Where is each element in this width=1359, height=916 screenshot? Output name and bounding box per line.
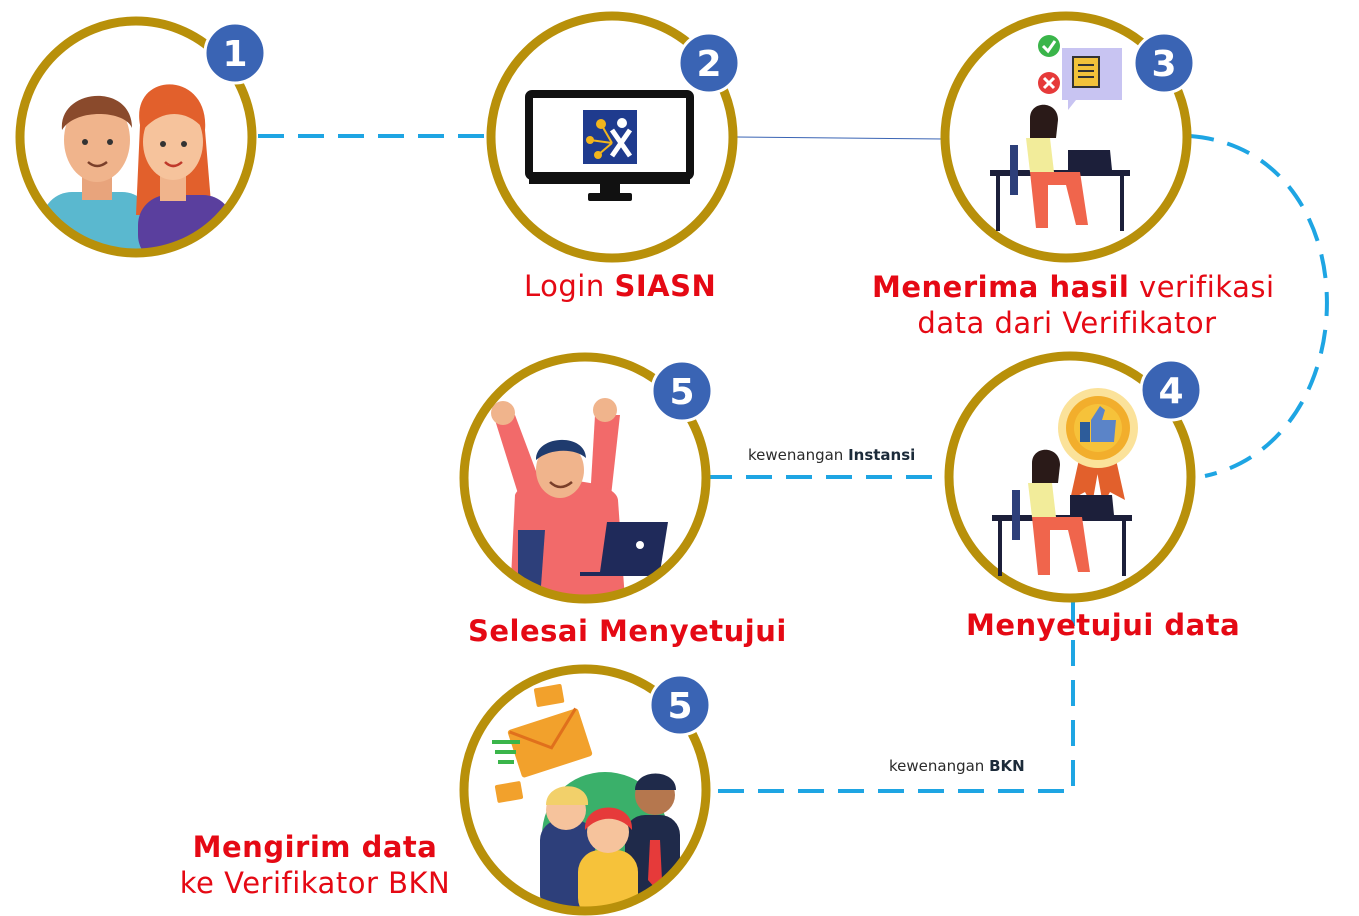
number-badges: 1 2 3 4 5 5 — [203, 21, 1203, 737]
cheering-man-illustration — [491, 398, 670, 599]
step-4 — [944, 351, 1196, 603]
connectors — [258, 134, 1329, 793]
people-illustration — [42, 84, 233, 253]
envelope-icons — [492, 684, 593, 803]
label-step-5b-bold: Mengirim data — [192, 830, 438, 864]
step-5-mengirim — [459, 664, 711, 916]
label-step-5b-line1: Mengirim data — [150, 829, 480, 865]
label-step-5a-bold: Selesai Menyetujui — [468, 614, 787, 648]
badge-5a-number: 5 — [669, 372, 694, 413]
label-step-2: Login SIASN — [524, 268, 716, 304]
label-step-3: Menerima hasil verifikasi data dari Veri… — [872, 269, 1274, 341]
badge-1-number: 1 — [222, 34, 247, 75]
edge-label-bkn-bold: BKN — [989, 757, 1025, 775]
woman-at-desk-illustration — [990, 104, 1130, 231]
step-1 — [15, 16, 257, 258]
badge-2-number: 2 — [696, 44, 721, 85]
badge-4-number: 4 — [1158, 371, 1183, 412]
badge-5b-number: 5 — [667, 686, 692, 727]
edge-label-instansi-prefix: kewenangan — [748, 446, 849, 464]
label-step-4: Menyetujui data — [966, 607, 1240, 643]
edge-label-bkn-prefix: kewenangan — [889, 757, 990, 775]
badge-3: 3 — [1132, 31, 1196, 95]
edge-label-instansi: kewenangan Instansi — [748, 446, 915, 464]
label-step-3-bold: Menerima hasil — [872, 270, 1130, 304]
connector-3-4 — [1189, 134, 1329, 478]
badge-4: 4 — [1139, 358, 1203, 422]
step-3 — [940, 11, 1192, 263]
woman-at-desk-illustration — [992, 449, 1132, 576]
label-step-5b: Mengirim data ke Verifikator BKN — [150, 829, 480, 901]
label-step-3-line2: data dari Verifikator — [917, 306, 1217, 340]
connector-4-5b — [706, 600, 1075, 793]
badge-2: 2 — [677, 31, 741, 95]
label-step-2-bold: SIASN — [614, 269, 717, 303]
connector-2-3 — [735, 136, 945, 140]
label-step-4-bold: Menyetujui data — [966, 608, 1241, 642]
label-step-3-line1: Menerima hasil verifikasi — [872, 269, 1274, 305]
badge-5a: 5 — [650, 359, 714, 423]
edge-label-bkn: kewenangan BKN — [889, 757, 1025, 775]
badge-3-number: 3 — [1151, 44, 1176, 85]
team-illustration — [540, 772, 680, 911]
badge-1: 1 — [203, 21, 267, 85]
step-2 — [486, 11, 738, 263]
label-step-2-prefix: Login — [524, 269, 615, 303]
label-step-3-rest: verifikasi — [1129, 270, 1275, 304]
edge-label-instansi-bold: Instansi — [848, 446, 916, 464]
monitor-icon — [525, 90, 694, 201]
checklist-icon — [1038, 35, 1122, 110]
badge-5b: 5 — [648, 673, 712, 737]
label-step-5a: Selesai Menyetujui — [468, 613, 787, 649]
step-5-selesai — [459, 352, 711, 604]
label-step-5b-line2: ke Verifikator BKN — [179, 866, 451, 900]
award-badge-icon — [1058, 388, 1138, 505]
